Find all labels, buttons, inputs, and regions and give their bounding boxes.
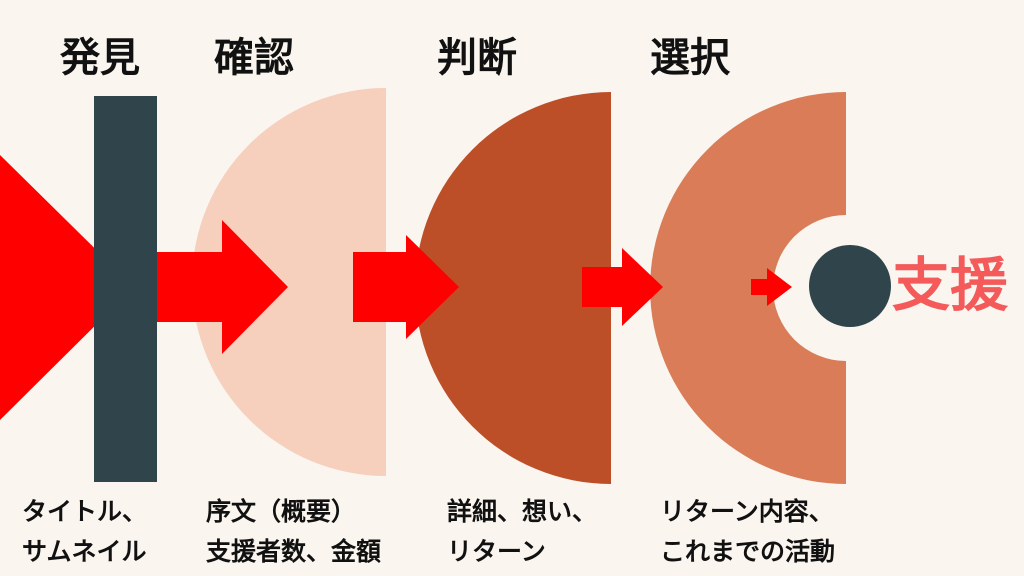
arrow-confirmation-to-judgment <box>353 235 459 339</box>
stage-desc-judgment-line-1: 詳細、想い、 <box>447 497 598 526</box>
stage-desc-confirmation-line-1: 序文（概要） <box>206 497 357 526</box>
stage-title-judgment: 判断 <box>437 35 517 81</box>
arrow-selection-to-goal <box>751 268 792 306</box>
stage-title-confirmation: 確認 <box>214 35 294 81</box>
stage-desc-selection-line-1: リターン内容、 <box>660 497 834 526</box>
stage-desc-selection-line-2: これまでの活動 <box>660 537 836 566</box>
stage-desc-confirmation: 序文（概要） 支援者数、金額 <box>206 492 381 572</box>
stage-desc-confirmation-line-2: 支援者数、金額 <box>206 537 382 566</box>
stage-desc-judgment: 詳細、想い、 リターン <box>447 492 597 572</box>
stage-desc-selection: リターン内容、 これまでの活動 <box>660 492 835 572</box>
stage-desc-discovery: タイトル、 サムネイル <box>22 492 147 572</box>
goal-label: 支援 <box>892 251 1009 319</box>
stage-title-discovery: 発見 <box>60 35 140 81</box>
arrow-discovery-to-confirmation <box>157 220 288 354</box>
selection-half-ring <box>650 92 846 484</box>
stage-desc-judgment-line-2: リターン <box>447 537 546 566</box>
stage-desc-discovery-line-2: サムネイル <box>22 537 147 566</box>
stage-desc-discovery-line-1: タイトル、 <box>22 497 148 526</box>
confirmation-half-disc <box>192 88 386 476</box>
entry-triangle <box>0 155 134 420</box>
goal-dot <box>809 245 891 327</box>
stage-title-selection: 選択 <box>650 35 730 81</box>
arrow-judgment-to-selection <box>582 248 663 326</box>
judgment-half-disc <box>415 92 611 484</box>
discovery-bar <box>94 96 157 482</box>
